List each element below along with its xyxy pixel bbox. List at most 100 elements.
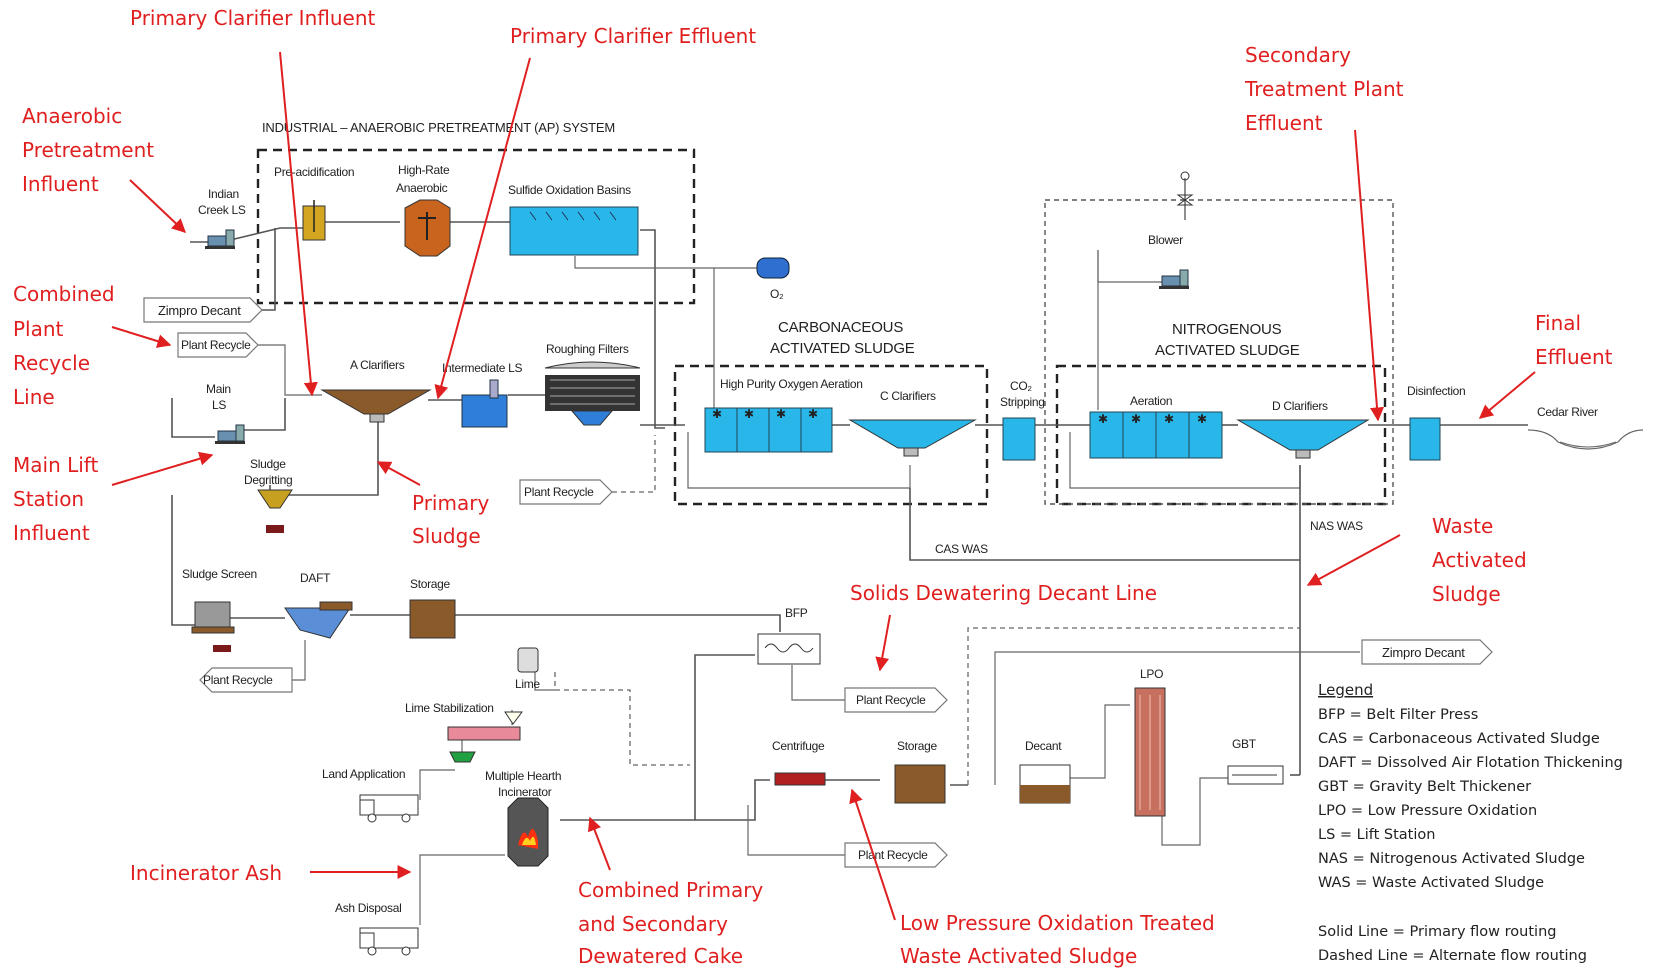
- valve: [1176, 171, 1194, 220]
- svg-text:✱: ✱: [1131, 412, 1141, 426]
- legend-item: WAS = Waste Activated Sludge: [1318, 875, 1544, 891]
- callout-primary-clarifier-effluent: Primary Clarifier Effluent: [510, 24, 756, 48]
- lime-silo: [517, 647, 539, 673]
- label-carbonaceous-1: CARBONACEOUS: [778, 319, 903, 336]
- label-sulfide-oxidation: Sulfide Oxidation Basins: [508, 183, 631, 197]
- flow-lines: [171, 221, 1528, 925]
- callout-ap-influent-3: Influent: [22, 172, 99, 196]
- callout-secondary-1: Secondary: [1245, 43, 1351, 67]
- tag-plant-recycle-2: Plant Recycle: [519, 479, 613, 505]
- intermediate-ls: [461, 379, 508, 428]
- label-incinerator-1: Multiple Hearth: [485, 769, 561, 783]
- indian-creek-ls-pump: [205, 229, 235, 249]
- label-disinfection: Disinfection: [1407, 384, 1465, 398]
- tag-plant-recycle-3: Plant Recycle: [199, 667, 293, 693]
- d-clarifiers: [1236, 419, 1370, 459]
- label-degritting-1: Sludge: [250, 457, 286, 471]
- legend-item: GBT = Gravity Belt Thickener: [1318, 779, 1531, 795]
- label-daft: DAFT: [300, 571, 331, 585]
- lpo-reactor: [1134, 687, 1166, 817]
- legend-note: Solid Line = Primary flow routing: [1318, 924, 1556, 940]
- storage-tank-1: [409, 599, 456, 639]
- callout-cake-1: Combined Primary: [578, 878, 763, 902]
- label-intermediate-ls: Intermediate LS: [442, 361, 523, 375]
- a-clarifiers: [320, 389, 432, 423]
- callout-main-lift-3: Influent: [13, 521, 90, 545]
- callout-lpo-was-2: Waste Activated Sludge: [900, 944, 1137, 968]
- label-blower: Blower: [1148, 233, 1183, 247]
- label-incinerator-2: Incinerator: [498, 785, 552, 799]
- callout-was-2: Activated: [1432, 548, 1527, 572]
- blower: [1159, 269, 1189, 289]
- label-aeration: Aeration: [1130, 394, 1172, 408]
- callout-secondary-3: Effluent: [1245, 111, 1323, 135]
- svg-text:✱: ✱: [808, 407, 818, 421]
- legend-item: LPO = Low Pressure Oxidation: [1318, 803, 1537, 819]
- centrifuge: [774, 772, 826, 786]
- tag-zimpro-decant-2: Zimpro Decant: [1361, 639, 1493, 665]
- sludge-screen: [191, 601, 235, 652]
- label-indian-creek-ls-1: Indian: [208, 187, 239, 201]
- svg-text:Zimpro Decant: Zimpro Decant: [158, 303, 241, 318]
- label-cedar-river: Cedar River: [1537, 405, 1598, 419]
- callout-ap-influent-2: Pretreatment: [22, 138, 154, 162]
- callout-lpo-was-1: Low Pressure Oxidation Treated: [900, 911, 1215, 935]
- svg-text:Plant Recycle: Plant Recycle: [524, 485, 594, 499]
- label-roughing-filters: Roughing Filters: [546, 342, 629, 356]
- callout-final-effluent-1: Final: [1535, 311, 1581, 335]
- label-o2: O₂: [770, 287, 784, 301]
- label-lpo: LPO: [1140, 667, 1163, 681]
- svg-text:Plant Recycle: Plant Recycle: [858, 848, 928, 862]
- label-nitrogenous-2: ACTIVATED SLUDGE: [1155, 342, 1300, 359]
- label-ash-disposal: Ash Disposal: [335, 901, 401, 915]
- legend: Legend BFP = Belt Filter Press CAS = Car…: [1318, 681, 1623, 964]
- label-indian-creek-ls-2: Creek LS: [198, 203, 246, 217]
- callout-recycle-3: Recycle: [13, 351, 90, 375]
- callout-ap-influent-1: Anaerobic: [22, 104, 122, 128]
- label-centrifuge: Centrifuge: [772, 739, 825, 753]
- callout-solids-decant: Solids Dewatering Decant Line: [850, 581, 1157, 605]
- callout-primary-clarifier-influent: Primary Clarifier Influent: [130, 6, 376, 30]
- lime-stabilization: [447, 711, 523, 741]
- label-land-application: Land Application: [322, 767, 405, 781]
- svg-text:✱: ✱: [776, 407, 786, 421]
- callout-recycle-4: Line: [13, 385, 55, 409]
- label-decant: Decant: [1025, 739, 1062, 753]
- cas-boundary: [673, 364, 989, 506]
- sludge-degritting: [257, 489, 293, 533]
- label-cas-was: CAS WAS: [935, 542, 988, 556]
- label-lime-stabilization: Lime Stabilization: [405, 701, 494, 715]
- label-degritting-2: Degritting: [244, 473, 292, 487]
- callout-was-1: Waste: [1432, 514, 1493, 538]
- label-lime: Lime: [515, 677, 540, 691]
- svg-text:✱: ✱: [1164, 412, 1174, 426]
- label-pre-acidification: Pre-acidification: [274, 165, 354, 179]
- label-hpo-aeration: High Purity Oxygen Aeration: [720, 377, 863, 391]
- svg-text:✱: ✱: [1197, 412, 1207, 426]
- legend-title: Legend: [1318, 681, 1373, 699]
- label-co2-2: Stripping: [1000, 395, 1045, 409]
- label-co2-1: CO₂: [1010, 379, 1032, 393]
- callout-main-lift-1: Main Lift: [13, 453, 98, 477]
- hpo-aeration-tank: ✱ ✱ ✱ ✱: [704, 407, 833, 453]
- nas-bypass-boundary: [1044, 199, 1394, 505]
- ash-disposal-truck: [359, 927, 419, 956]
- svg-text:✱: ✱: [712, 407, 722, 421]
- high-rate-anaerobic-reactor: [404, 199, 451, 257]
- callout-final-effluent-2: Effluent: [1535, 345, 1613, 369]
- callout-primary-sludge-1: Primary: [412, 491, 489, 515]
- legend-item: LS = Lift Station: [1318, 827, 1435, 843]
- callout-recycle-1: Combined: [13, 282, 115, 306]
- svg-text:✱: ✱: [744, 407, 754, 421]
- sulfide-oxidation-basins: [509, 206, 639, 256]
- cedar-river: [1527, 429, 1644, 450]
- label-main-ls-1: Main: [206, 382, 231, 396]
- storage-tank-2: [894, 764, 946, 804]
- land-application-truck: [359, 794, 419, 823]
- legend-item: NAS = Nitrogenous Activated Sludge: [1318, 851, 1585, 867]
- main-ls-pump: [215, 424, 245, 444]
- callout-secondary-2: Treatment Plant: [1244, 77, 1404, 101]
- svg-text:✱: ✱: [1098, 412, 1108, 426]
- system-title: INDUSTRIAL – ANAEROBIC PRETREATMENT (AP)…: [262, 120, 615, 135]
